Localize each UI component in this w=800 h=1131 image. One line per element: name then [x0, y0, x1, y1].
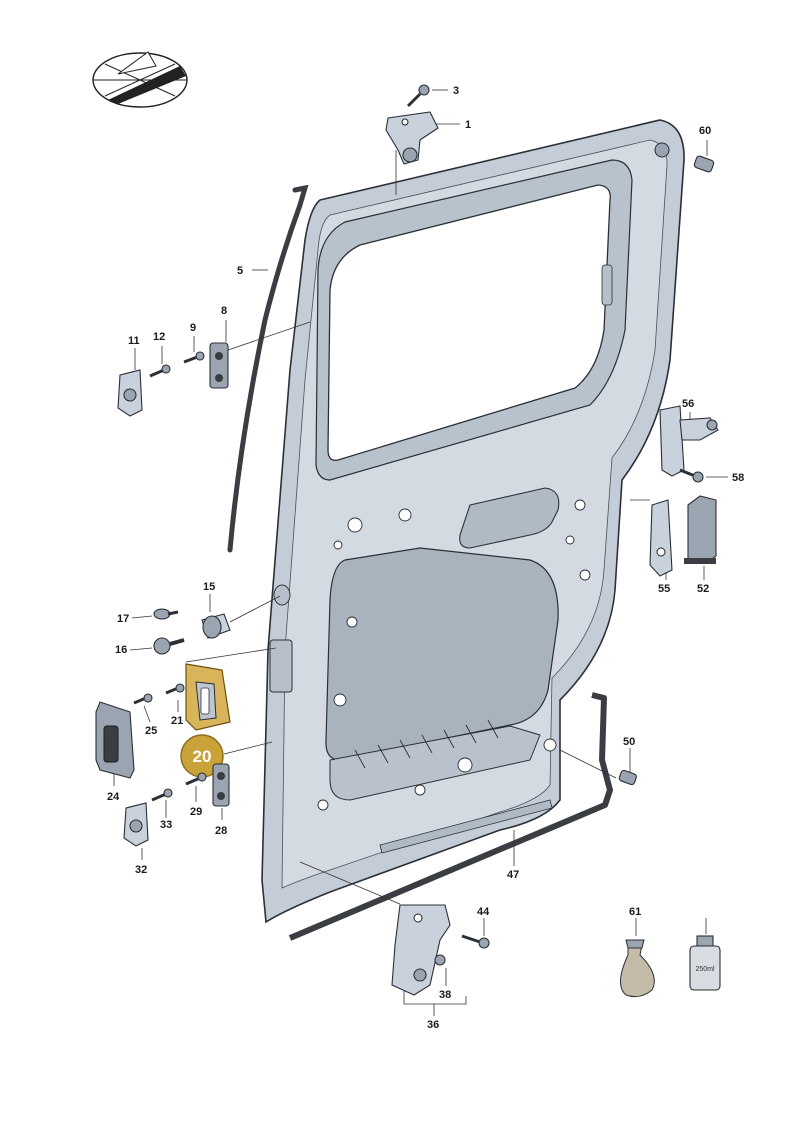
- striker-plate-lower: [212, 763, 230, 807]
- callout-52: 55: [658, 583, 670, 595]
- grommet-15: [201, 613, 231, 639]
- callout-25: 25: [145, 725, 157, 737]
- hinge-pin-37: [434, 954, 446, 966]
- callout-50: 52: [697, 583, 709, 595]
- callout-58: 60: [699, 125, 711, 137]
- callout-9: 9: [190, 322, 196, 334]
- callout-3: 3: [453, 85, 459, 97]
- rear-door-panel: [261, 119, 685, 924]
- callout-44: 47: [507, 869, 519, 881]
- plug-47: [618, 769, 637, 786]
- screw-12: [149, 364, 171, 378]
- screw-25: [133, 693, 153, 705]
- leader-lines: [113, 89, 728, 1016]
- brand-logo-icon: [92, 51, 188, 108]
- callout-55: 56: [682, 398, 694, 410]
- callout-38: 44: [477, 906, 490, 918]
- callout-56: 58: [732, 472, 744, 484]
- callout-28: 28: [215, 825, 227, 837]
- screw-38: [461, 934, 490, 949]
- striker-plate-upper: [209, 342, 229, 389]
- callout-12: 12: [153, 331, 165, 343]
- callout-32: 32: [135, 864, 147, 876]
- callout-11: 11: [128, 335, 140, 347]
- callout-16: 16: [115, 644, 127, 656]
- plug-part: [693, 155, 715, 173]
- bottle-label: 250ml: [695, 966, 715, 973]
- screw-29: [185, 772, 207, 786]
- lower-hinge-part: [391, 904, 451, 996]
- callout-29: 29: [190, 806, 202, 818]
- guide-rail-50: [684, 495, 717, 564]
- upper-hinge-part: [385, 111, 439, 165]
- callout-21: 21: [171, 715, 183, 727]
- callout-47: 50: [623, 736, 635, 748]
- lower-seal-strip: [288, 692, 613, 941]
- striker-bolt-lower: [123, 802, 149, 847]
- grease-sachet-60: [620, 939, 655, 998]
- screw-9: [183, 351, 205, 364]
- handle-housing-24: [95, 701, 135, 779]
- callout-24: 24: [107, 791, 120, 803]
- clip-17: [153, 608, 179, 620]
- nut-16: [153, 637, 185, 655]
- callout-36: 36: [427, 1019, 439, 1031]
- screw-33: [151, 788, 173, 802]
- window-seal-strip: [227, 184, 309, 553]
- door-lock-part-highlighted: [185, 663, 231, 731]
- callout-5: 5: [237, 265, 243, 277]
- screw-21: [165, 683, 185, 695]
- callout-17: 17: [117, 613, 129, 625]
- callout-60: 61: [629, 906, 641, 918]
- middle-hinge-part: [659, 405, 719, 477]
- callout-37: 38: [439, 989, 451, 1001]
- callout-33: 33: [160, 819, 172, 831]
- callout-labels: 3 1 5 8 9 11 12 60 56 58 55 52 15 17 16 …: [107, 85, 744, 1031]
- callout-8: 8: [221, 305, 227, 317]
- highlight-number: 20: [193, 747, 212, 766]
- callout-1: 1: [465, 119, 471, 131]
- lubricant-bottle-61: 250ml: [689, 935, 721, 991]
- screw-56: [679, 468, 704, 483]
- callout-15: 15: [203, 581, 215, 593]
- striker-bolt-upper: [117, 369, 143, 417]
- screw-part: [406, 84, 430, 108]
- bracket-52: [649, 499, 673, 577]
